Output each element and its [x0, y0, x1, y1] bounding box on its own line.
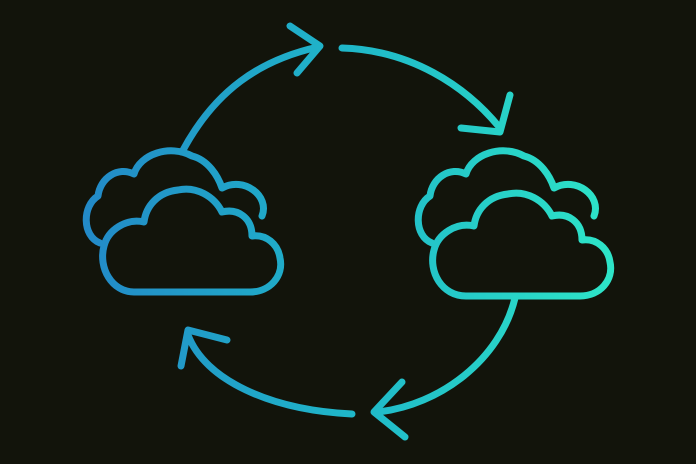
cloud-icon	[82, 147, 267, 247]
arc-bottom-right	[374, 294, 519, 416]
cloud-icon	[414, 147, 599, 247]
arc-top-left	[178, 43, 322, 156]
arrowhead-bottom-left	[177, 326, 231, 370]
arc-top-right	[338, 44, 504, 132]
arrowhead-bottom-right	[370, 378, 409, 441]
arrowhead-top-left	[286, 22, 324, 77]
cloud-icon	[429, 189, 615, 300]
arc-bottom-left	[184, 331, 356, 418]
cloud-icon	[99, 185, 285, 296]
arrowhead-top-right	[457, 91, 514, 136]
